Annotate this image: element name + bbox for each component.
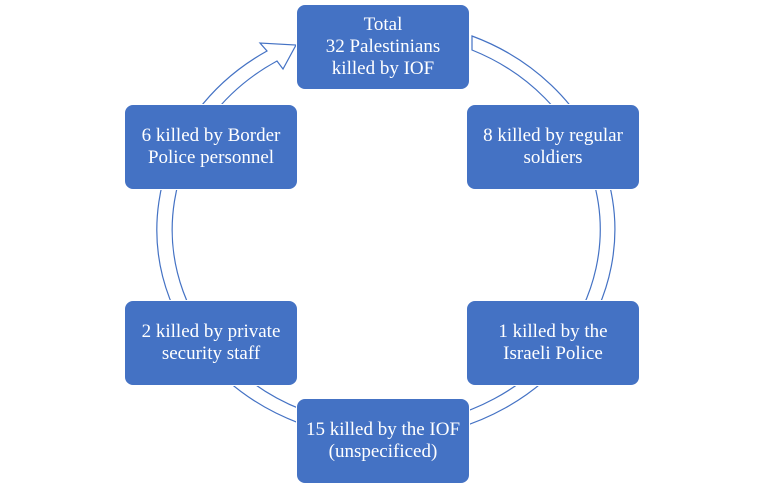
node-total-label: Total 32 Palestinians killed by IOF <box>325 14 441 79</box>
node-private-security: 2 killed by private security staff <box>124 300 298 386</box>
node-border-police: 6 killed by Border Police personnel <box>124 104 298 190</box>
node-border-police-label: 6 killed by Border Police personnel <box>141 125 281 168</box>
node-private-security-label: 2 killed by private security staff <box>141 321 281 364</box>
node-total: Total 32 Palestinians killed by IOF <box>296 4 470 90</box>
node-israeli-police-label: 1 killed by the Israeli Police <box>498 321 608 364</box>
node-iof-unspecified-label: 15 killed by the IOF (unspecificed) <box>305 419 461 462</box>
node-iof-unspecified: 15 killed by the IOF (unspecificed) <box>296 398 470 484</box>
node-israeli-police: 1 killed by the Israeli Police <box>466 300 640 386</box>
node-regular-soldiers-label: 8 killed by regular soldiers <box>483 125 623 168</box>
node-regular-soldiers: 8 killed by regular soldiers <box>466 104 640 190</box>
